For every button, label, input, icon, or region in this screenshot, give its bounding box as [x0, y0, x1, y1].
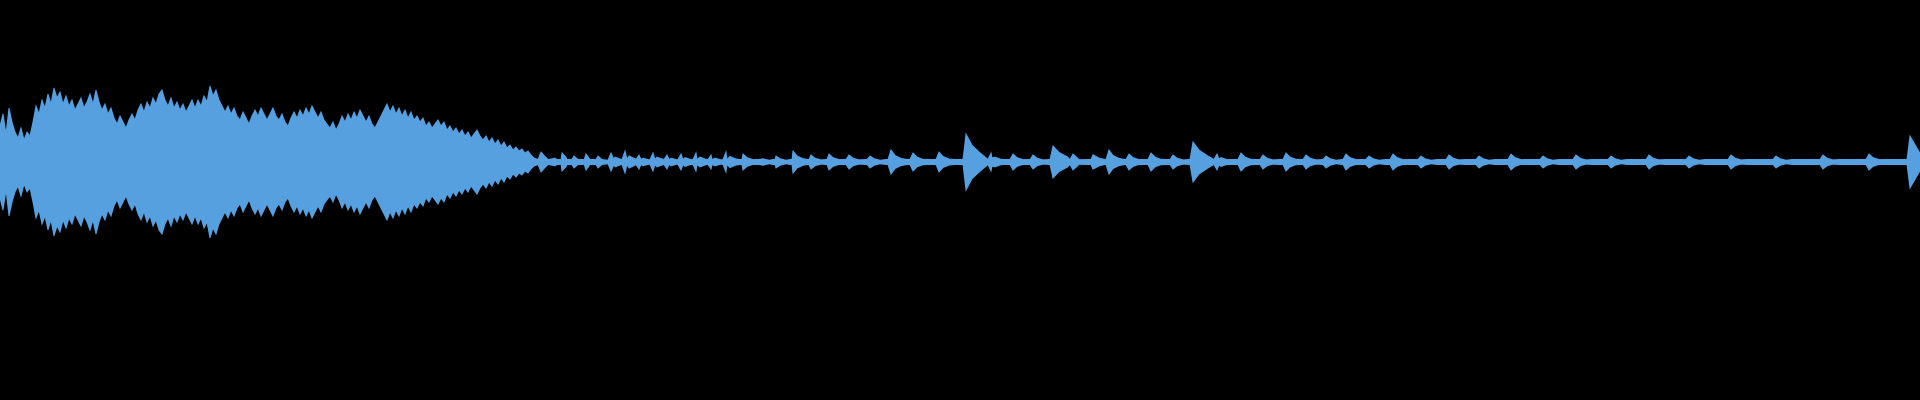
waveform-shape [0, 85, 1920, 239]
